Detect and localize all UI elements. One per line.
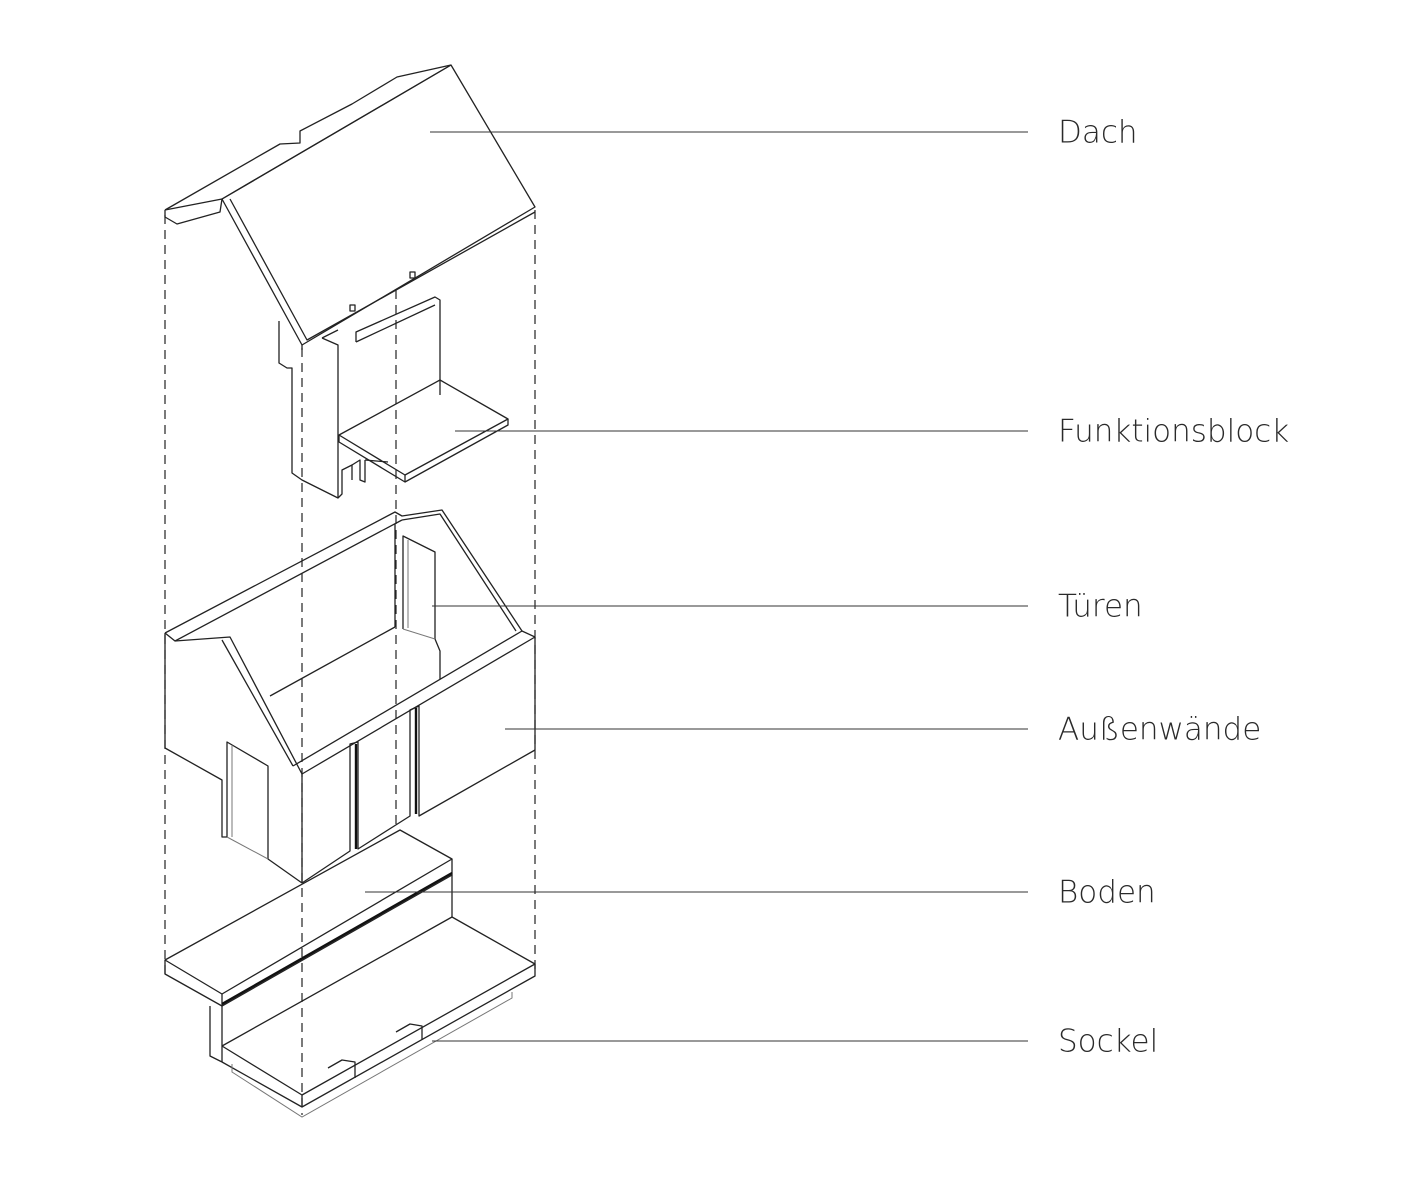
label-funktionsblock: Funktionsblock [1058,413,1290,450]
label-sockel: Sockel [1058,1023,1159,1060]
floor-boden [164,829,453,1007]
label-boden: Boden [1058,874,1156,911]
function-block [278,296,509,499]
label-tueren: Türen [1058,588,1143,625]
label-aussenwaende: Außenwände [1058,711,1262,748]
label-dach: Dach [1058,114,1138,151]
base-sockel [209,916,536,1118]
leader-lines [365,131,1028,1042]
roof-dach [164,64,536,350]
exterior-walls-aussenwaende [164,509,536,884]
projection-lines [164,210,536,1115]
